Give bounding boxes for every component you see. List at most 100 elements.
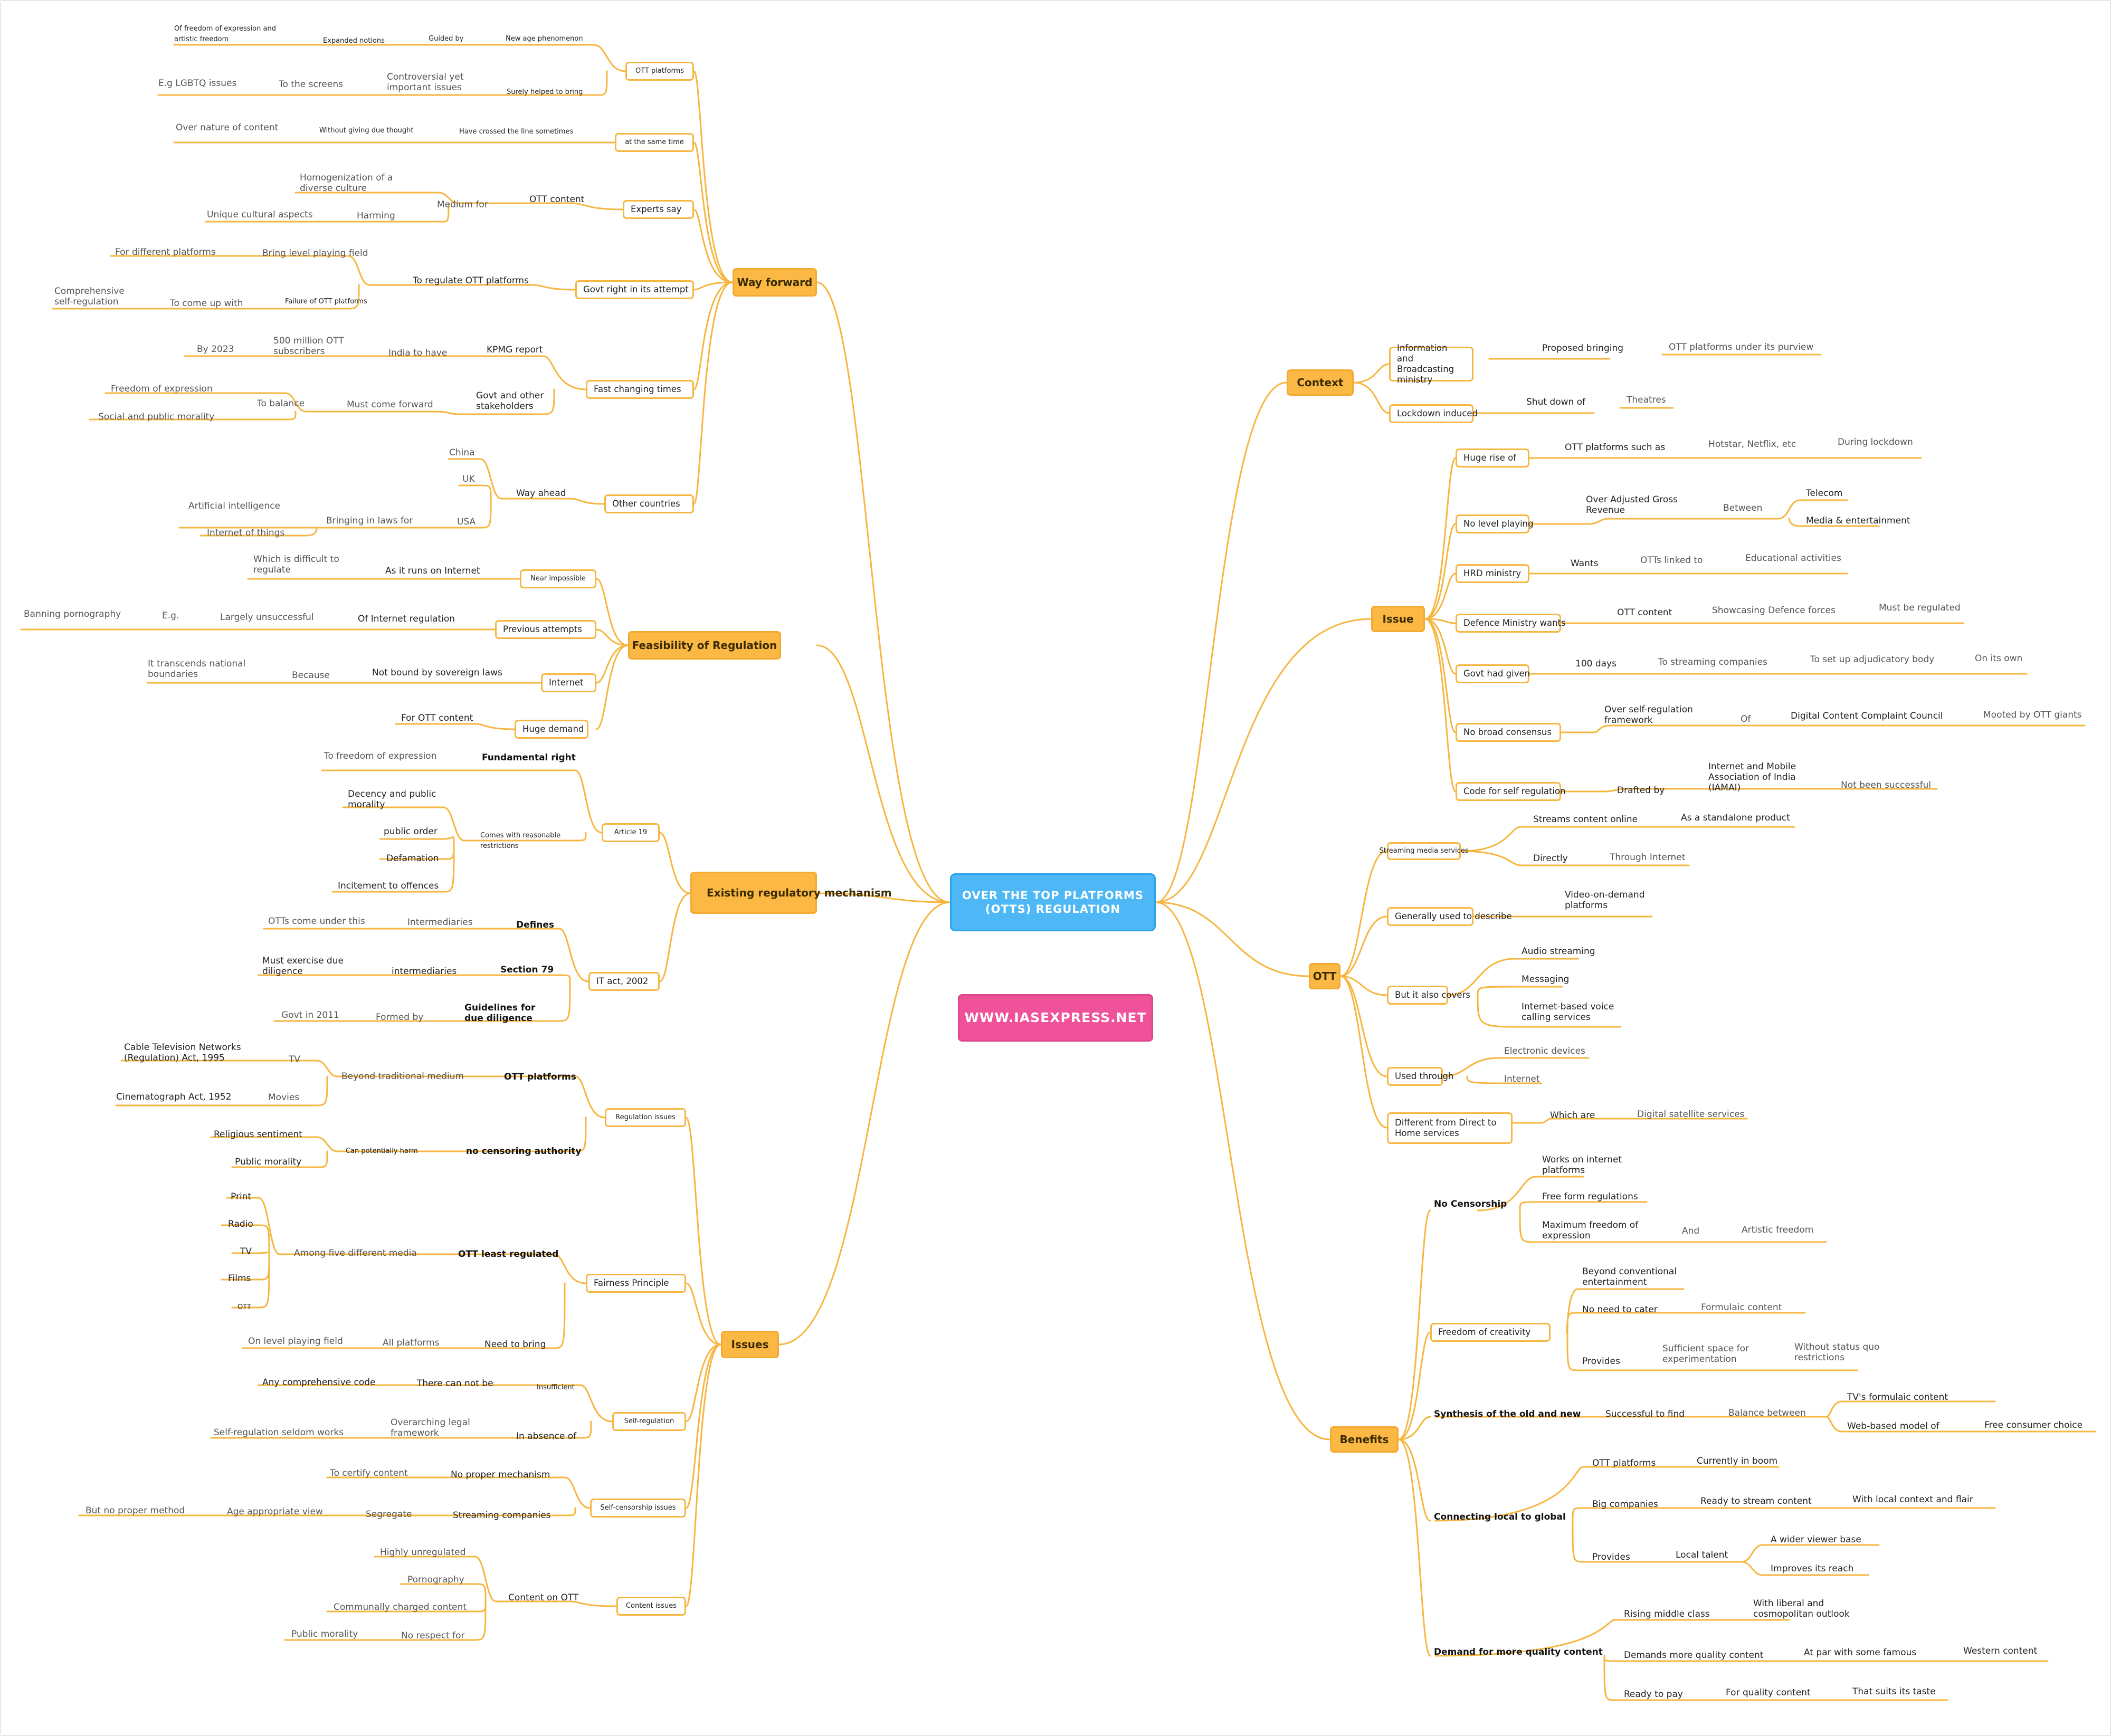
iss-films: Films: [228, 1273, 251, 1284]
benefit-synthesis: Synthesis of the old and new: [1434, 1409, 1581, 1419]
iss-regulation-issues[interactable]: Regulation issues: [605, 1108, 686, 1127]
benefit-freedom-creativity[interactable]: Freedom of creativity: [1430, 1323, 1551, 1342]
feas-for-ott: For OTT content: [401, 713, 473, 723]
issue-no-consensus[interactable]: No broad consensus: [1456, 723, 1561, 742]
ott-digital-satellite: Digital satellite services: [1637, 1109, 1745, 1120]
feas-transcends: It transcends national boundaries: [148, 659, 246, 680]
branch-ott[interactable]: OTT: [1309, 963, 1340, 989]
issue-hotstar: Hotstar, Netflix, etc: [1708, 439, 1796, 450]
issue-wants: Wants: [1571, 558, 1599, 569]
feas-internet[interactable]: Internet: [541, 673, 596, 692]
branch-existing-mechanism[interactable]: Existing regulatory mechanism: [690, 872, 892, 914]
issue-showcasing: Showcasing Defence forces: [1712, 605, 1836, 616]
feas-near-impossible[interactable]: Near impossible: [520, 569, 596, 588]
issue-hrd-ministry[interactable]: HRD ministry: [1456, 564, 1529, 583]
branch-issues[interactable]: Issues: [721, 1331, 779, 1358]
issue-huge-rise[interactable]: Huge rise of: [1456, 449, 1529, 468]
exist-it-act[interactable]: IT act, 2002: [588, 972, 660, 991]
wf-expanded: Expanded notions: [323, 37, 385, 45]
iss-among-five: Among five different media: [294, 1248, 417, 1258]
wf-experts-say[interactable]: Experts say: [623, 200, 694, 219]
benefit-artistic: Artistic freedom: [1742, 1225, 1814, 1235]
iss-fairness[interactable]: Fairness Principle: [586, 1274, 686, 1293]
wf-govt-right[interactable]: Govt right in its attempt: [575, 280, 694, 299]
iss-self-regulation[interactable]: Self-regulation: [612, 1412, 686, 1431]
branch-feasibility[interactable]: Feasibility of Regulation: [628, 631, 781, 660]
iss-self-censorship[interactable]: Self-censorship issues: [590, 1499, 686, 1518]
ott-different-dth[interactable]: Different from Direct to Home services: [1387, 1112, 1513, 1144]
wf-other-countries[interactable]: Other countries: [604, 494, 694, 513]
exist-incitement: Incitement to offences: [338, 881, 439, 891]
wf-social-morality: Social and public morality: [98, 412, 215, 422]
wf-guided-by: Guided by: [429, 35, 464, 43]
benefit-rising-middle: Rising middle class: [1624, 1609, 1710, 1619]
benefit-works-internet: Works on internet platforms: [1542, 1155, 1622, 1176]
wf-uk: UK: [462, 474, 475, 484]
iss-streaming-companies: Streaming companies: [453, 1510, 551, 1521]
branch-way-forward[interactable]: Way forward: [733, 268, 817, 297]
wf-freedom-artistic: Of freedom of expression and artistic fr…: [174, 25, 276, 43]
issue-defence[interactable]: Defence Ministry wants: [1456, 614, 1566, 633]
wf-controversial: Controversial yet important issues: [387, 72, 464, 93]
wf-usa: USA: [457, 517, 476, 527]
branch-benefits[interactable]: Benefits: [1330, 1426, 1399, 1453]
issue-to-streaming: To streaming companies: [1658, 657, 1767, 667]
feas-because: Because: [292, 670, 330, 681]
ott-generally-used[interactable]: Generally used to describe: [1387, 907, 1512, 926]
exist-intermediaries: Intermediaries: [407, 917, 473, 928]
context-shut-down: Shut down of: [1526, 397, 1586, 407]
wf-comprehensive: Comprehensive self-regulation: [54, 286, 125, 307]
iss-radio: Radio: [228, 1219, 253, 1229]
ott-through-internet: Through Internet: [1610, 852, 1686, 863]
context-ott-purview: OTT platforms under its purview: [1669, 342, 1814, 352]
wf-harming: Harming: [357, 211, 395, 221]
ott-used-through[interactable]: Used through: [1387, 1067, 1453, 1086]
benefit-suits-taste: That suits its taste: [1852, 1686, 1936, 1697]
iss-cannot-be: There can not be: [417, 1378, 493, 1389]
feas-difficult: Which is difficult to regulate: [253, 554, 339, 575]
issue-on-its-own: On its own: [1975, 653, 2023, 664]
ott-which-are: Which are: [1550, 1110, 1595, 1121]
iss-all-platforms: All platforms: [383, 1338, 440, 1348]
iss-content-issues[interactable]: Content issues: [616, 1597, 686, 1616]
branch-context[interactable]: Context: [1287, 369, 1354, 396]
wf-way-ahead: Way ahead: [516, 488, 566, 499]
central-topic[interactable]: OVER THE TOP PLATFORMS (OTTS) REGULATION: [950, 873, 1156, 931]
issue-govt-given[interactable]: Govt had given: [1456, 664, 1530, 683]
issue-dccc: Digital Content Complaint Council: [1791, 711, 1943, 721]
feas-not-bound: Not bound by sovereign laws: [372, 667, 502, 678]
benefit-provides-2: Provides: [1592, 1552, 1630, 1562]
website-watermark: WWW.IASEXPRESS.NET: [958, 994, 1153, 1042]
iss-cable-act: Cable Television Networks (Regulation) A…: [124, 1042, 241, 1063]
context-info-ministry[interactable]: Information and Broadcasting ministry: [1389, 343, 1473, 385]
wf-freedom-expression: Freedom of expression: [111, 384, 213, 394]
wf-same-time[interactable]: at the same time: [615, 133, 694, 152]
exist-intermediaries-2: intermediaries: [392, 966, 457, 977]
issue-telecom: Telecom: [1806, 488, 1843, 499]
ott-streaming-services[interactable]: Streaming media services: [1379, 842, 1469, 860]
wf-bring-level: Bring level playing field: [262, 248, 368, 259]
context-proposed-bringing: Proposed bringing: [1542, 343, 1624, 354]
ott-also-covers[interactable]: But it also covers: [1387, 986, 1470, 1005]
issue-otts-linked: OTTs linked to: [1640, 555, 1703, 566]
wf-surely-helped: Surely helped to bring: [507, 88, 583, 96]
feas-previous-attempts[interactable]: Previous attempts: [495, 620, 596, 639]
feas-huge-demand[interactable]: Huge demand: [515, 720, 588, 739]
wf-over-nature: Over nature of content: [176, 122, 279, 133]
wf-ott-platforms[interactable]: OTT platforms: [625, 62, 694, 81]
wf-to-regulate: To regulate OTT platforms: [413, 275, 529, 286]
ott-streams-online: Streams content online: [1533, 814, 1638, 825]
benefit-wider-viewer: A wider viewer base: [1771, 1534, 1861, 1545]
benefit-for-quality: For quality content: [1726, 1687, 1811, 1698]
wf-fast-changing[interactable]: Fast changing times: [586, 380, 694, 399]
wf-without-thought: Without giving due thought: [319, 127, 414, 135]
iss-content-on-ott: Content on OTT: [508, 1592, 579, 1603]
exist-article-19[interactable]: Article 19: [602, 823, 660, 842]
wf-failure-ott: Failure of OTT platforms: [285, 298, 367, 306]
benefit-free-consumer: Free consumer choice: [1984, 1420, 2083, 1430]
issue-code-self-regulation[interactable]: Code for self regulation: [1456, 782, 1566, 801]
context-lockdown[interactable]: Lockdown induced: [1389, 404, 1478, 423]
issue-no-level-playing[interactable]: No level playing: [1456, 514, 1534, 533]
benefit-max-freedom: Maximum freedom of expression: [1542, 1220, 1639, 1241]
branch-issue[interactable]: Issue: [1371, 606, 1425, 632]
